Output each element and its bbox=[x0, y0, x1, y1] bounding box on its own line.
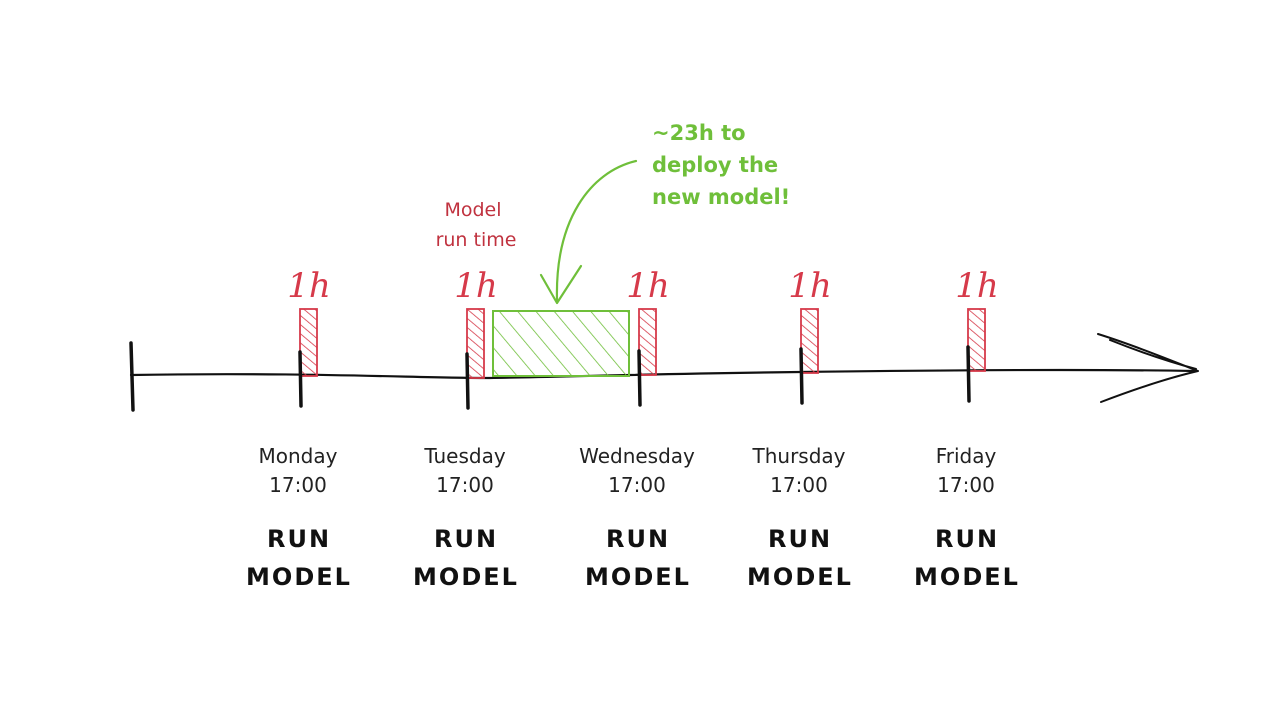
action-label: MODEL bbox=[585, 563, 691, 591]
run-time-note-line: Model bbox=[444, 199, 501, 221]
time-label: 17:00 bbox=[770, 473, 828, 497]
timeline-start-tick bbox=[129, 341, 135, 412]
duration-label: 1h bbox=[287, 266, 331, 306]
day-label: Monday bbox=[259, 444, 338, 468]
timeline-tick bbox=[465, 352, 470, 410]
duration-label: 1h bbox=[454, 266, 498, 306]
day-label: Wednesday bbox=[579, 444, 695, 468]
timeline-tick bbox=[799, 347, 804, 405]
time-label: 17:00 bbox=[937, 473, 995, 497]
deploy-window-block bbox=[492, 310, 630, 377]
deploy-callout-arrow bbox=[555, 159, 638, 302]
run-time-note: Model run time bbox=[436, 199, 517, 251]
run-duration-block bbox=[466, 308, 485, 379]
deploy-note-line: ~23h to bbox=[652, 121, 746, 145]
timeline-tick bbox=[637, 349, 642, 407]
action-label: MODEL bbox=[747, 563, 853, 591]
duration-label: 1h bbox=[788, 266, 832, 306]
run-duration-block bbox=[967, 308, 986, 372]
deploy-note: ~23h to deploy the new model! bbox=[652, 121, 790, 209]
day-label: Thursday bbox=[752, 444, 846, 468]
deploy-note-line: new model! bbox=[652, 185, 790, 209]
duration-label: 1h bbox=[955, 266, 999, 306]
action-label: RUN bbox=[434, 525, 498, 553]
run-duration-block bbox=[638, 308, 657, 376]
action-label: RUN bbox=[935, 525, 999, 553]
time-label: 17:00 bbox=[608, 473, 666, 497]
timeline-axis bbox=[129, 368, 1198, 380]
timeline-tick bbox=[298, 350, 303, 408]
day-label: Friday bbox=[936, 444, 997, 468]
timeline-tick bbox=[966, 345, 971, 403]
deploy-callout-arrow-head bbox=[539, 264, 583, 305]
action-label: MODEL bbox=[914, 563, 1020, 591]
action-label: RUN bbox=[606, 525, 670, 553]
time-label: 17:00 bbox=[269, 473, 327, 497]
time-label: 17:00 bbox=[436, 473, 494, 497]
run-duration-block bbox=[299, 308, 318, 377]
action-label: RUN bbox=[267, 525, 331, 553]
action-label: MODEL bbox=[246, 563, 352, 591]
run-duration-block bbox=[800, 308, 819, 374]
timeline-arrow-head bbox=[1097, 333, 1199, 403]
deploy-note-line: deploy the bbox=[652, 153, 778, 177]
run-time-note-line: run time bbox=[436, 229, 517, 251]
action-label: RUN bbox=[768, 525, 832, 553]
day-label: Tuesday bbox=[423, 444, 506, 468]
duration-label: 1h bbox=[626, 266, 670, 306]
action-label: MODEL bbox=[413, 563, 519, 591]
